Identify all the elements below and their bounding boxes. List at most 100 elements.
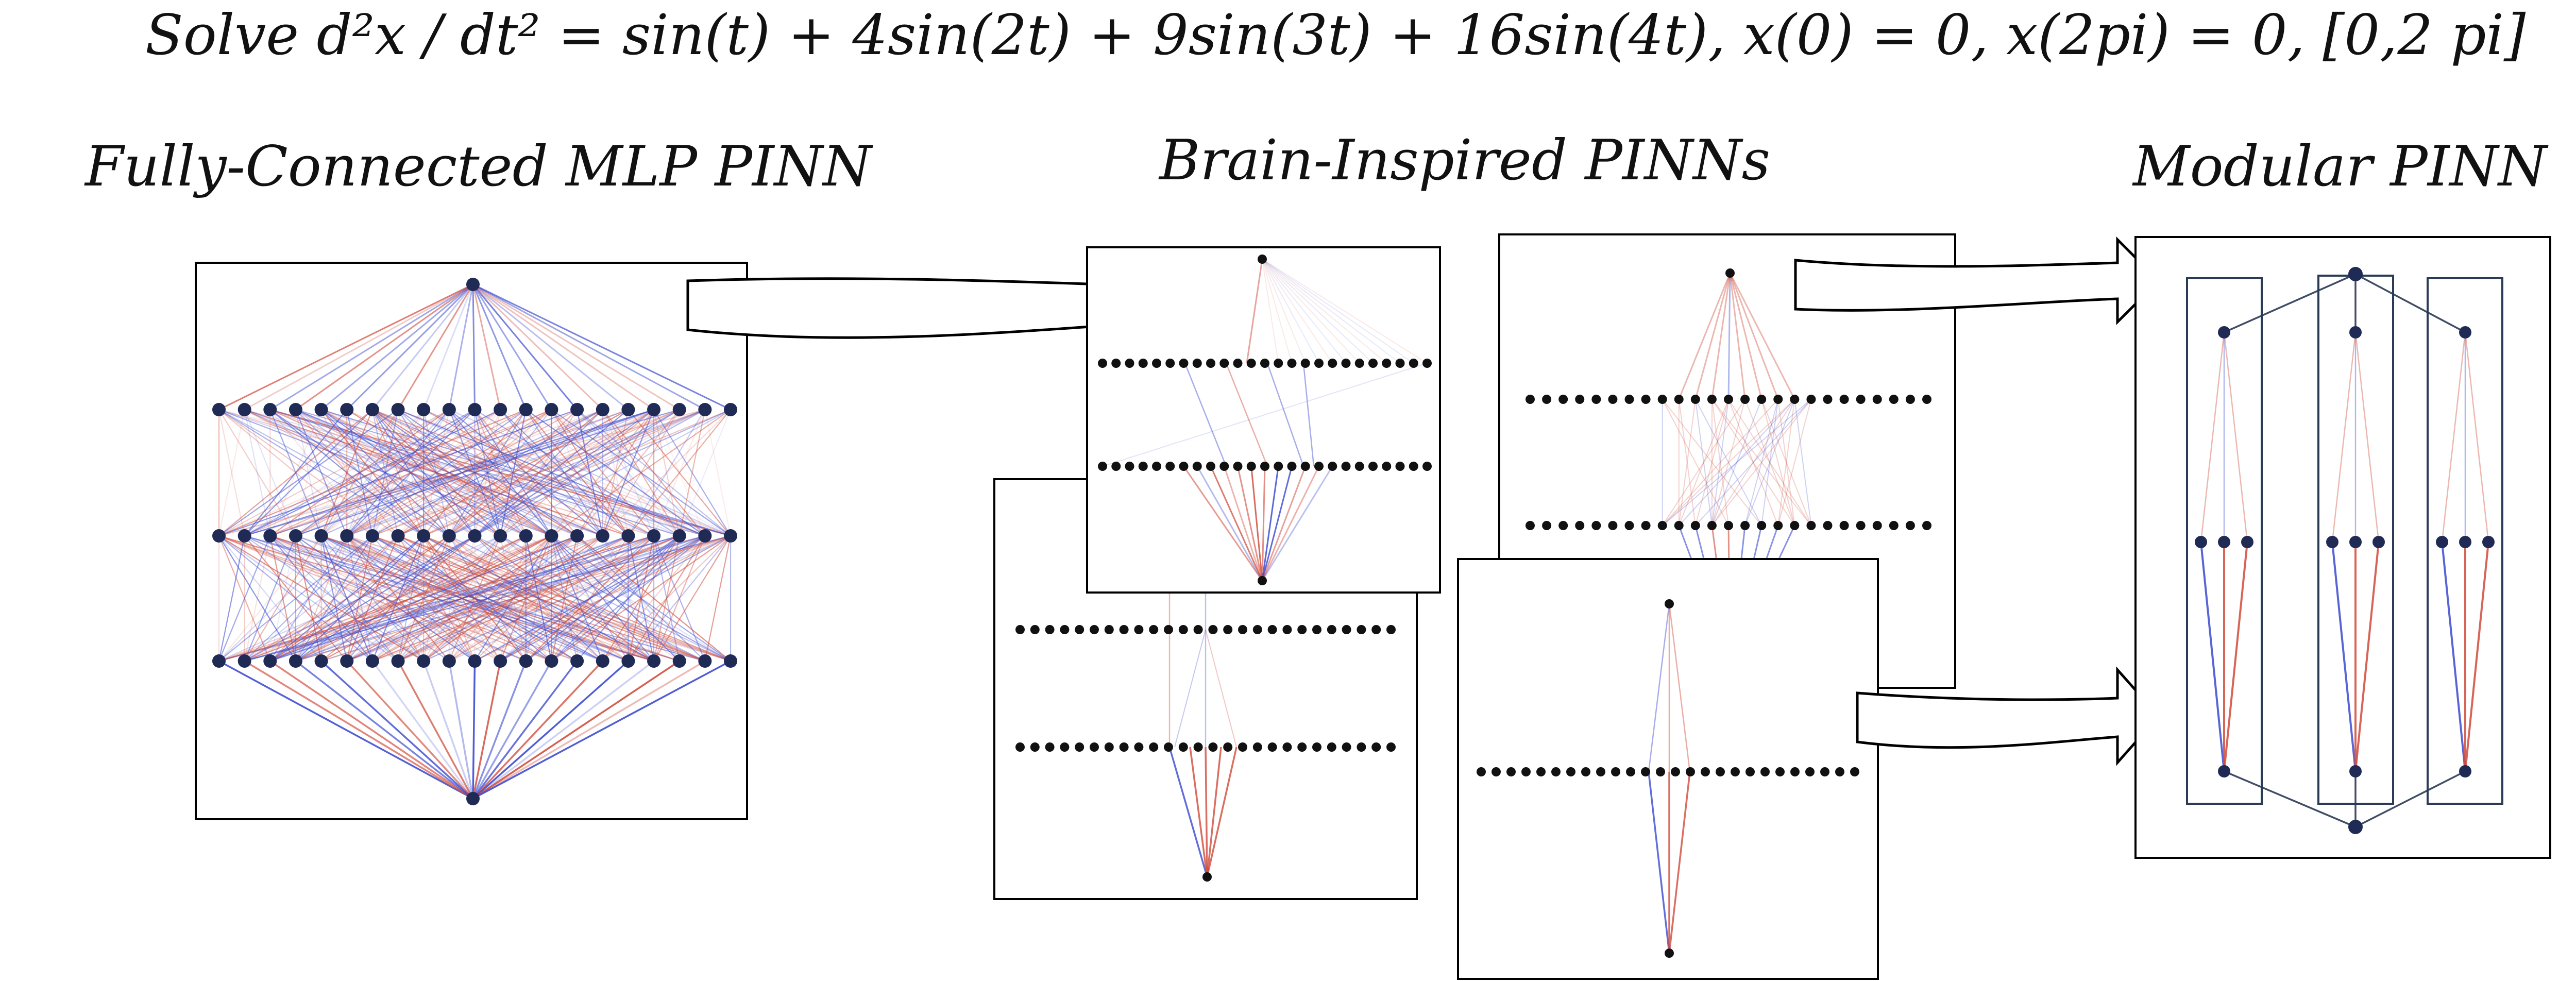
connection-edge <box>1678 273 1731 400</box>
neuron-node <box>442 654 456 668</box>
connection-edge <box>1205 629 1237 748</box>
connection-edge <box>2331 332 2357 543</box>
neuron-node <box>1690 395 1700 404</box>
connection-edge <box>218 535 271 662</box>
mlp-pinn-title: Fully-Connected MLP PINN <box>84 134 873 199</box>
neuron-node <box>1558 395 1568 404</box>
connection-edge <box>1761 399 1779 526</box>
connection-edge <box>346 535 680 662</box>
neuron-node <box>647 654 661 668</box>
connection-edge <box>218 535 654 662</box>
neuron-node <box>365 403 379 416</box>
neuron-node <box>1596 767 1605 776</box>
connection-edge <box>449 535 731 662</box>
connection-edge <box>1262 259 1414 364</box>
connection-edge <box>295 409 476 536</box>
connection-edge <box>472 660 706 800</box>
connection-edge <box>372 409 552 536</box>
neuron-node <box>1178 625 1188 634</box>
connection-edge <box>704 409 732 536</box>
connection-edge <box>244 535 476 662</box>
neuron-node <box>417 403 431 416</box>
connection-edge <box>269 535 501 662</box>
neuron-node <box>1872 395 1882 404</box>
neuron-node <box>1030 742 1040 752</box>
neuron-node <box>1641 521 1651 530</box>
neuron-node <box>1206 462 1215 471</box>
connection-edge <box>1261 466 1320 581</box>
connection-edge <box>1184 363 1227 467</box>
connection-edge <box>472 660 680 800</box>
equation-title: Solve d²x / dt² = sin(t) + 4sin(2t) + 9s… <box>145 3 2526 67</box>
neuron-node <box>1690 521 1700 530</box>
neuron-node <box>1219 359 1229 368</box>
neuron-node <box>672 654 686 668</box>
connection-edge <box>2331 542 2357 772</box>
neuron-node <box>1611 767 1620 776</box>
connection-edge <box>1729 273 1779 400</box>
connection-edge <box>1225 363 1268 467</box>
neuron-node <box>1165 359 1175 368</box>
neuron-node <box>1581 767 1590 776</box>
connection-edge <box>1668 603 1691 772</box>
connection-edge <box>449 535 654 662</box>
neuron-node <box>1665 949 1674 958</box>
neuron-node <box>468 654 482 668</box>
connection-edge <box>1694 399 1762 526</box>
connection-edge <box>2354 332 2380 543</box>
neuron-node <box>391 403 405 416</box>
neuron-node <box>1015 742 1025 752</box>
connection-edge <box>244 535 271 662</box>
connection-edge <box>551 409 654 536</box>
neuron-node <box>1626 767 1635 776</box>
connection-edge <box>372 535 578 662</box>
connection-edge <box>472 661 476 799</box>
connection-edge <box>398 409 654 536</box>
neuron-node <box>1395 359 1405 368</box>
neuron-node <box>417 654 431 668</box>
connection-edge <box>449 409 731 537</box>
neuron-node <box>1193 625 1203 634</box>
neuron-node <box>1608 521 1618 530</box>
connection-edge <box>1694 399 1713 526</box>
neuron-node <box>1740 521 1750 530</box>
connection-edge <box>679 409 732 536</box>
neuron-node <box>468 529 482 543</box>
connection-edge <box>1302 363 1315 467</box>
connection-edge <box>474 409 705 536</box>
neuron-node <box>1922 395 1931 404</box>
neuron-node <box>1202 872 1212 882</box>
neuron-node <box>2372 536 2385 548</box>
connection-edge <box>1262 259 1279 364</box>
neuron-node <box>596 529 609 543</box>
connection-edge <box>1744 399 1779 526</box>
connection-edge <box>397 661 474 799</box>
connection-edge <box>295 535 373 662</box>
neuron-node <box>1526 395 1535 404</box>
connection-edge <box>653 409 706 536</box>
connection-edge <box>1262 259 1347 364</box>
connection-edge <box>1223 466 1263 581</box>
connection-edge <box>448 535 552 662</box>
neuron-node <box>1341 359 1351 368</box>
neuron-node <box>1152 359 1161 368</box>
neuron-node <box>466 792 480 805</box>
neuron-node <box>1030 625 1040 634</box>
neuron-node <box>1233 359 1243 368</box>
connection-edge <box>244 535 705 662</box>
connection-edge <box>269 409 450 536</box>
connection-edge <box>244 409 476 536</box>
neuron-node <box>1724 521 1733 530</box>
neuron-node <box>1015 625 1025 634</box>
neuron-node <box>1492 767 1501 776</box>
connection-edge <box>218 535 680 662</box>
modular-panel-frame <box>2134 236 2551 859</box>
module-box-right <box>2427 277 2503 805</box>
brain-panel-3-connections <box>1662 273 1812 567</box>
neuron-node <box>1206 359 1215 368</box>
neuron-node <box>1641 767 1650 776</box>
neuron-node <box>1312 742 1321 752</box>
neuron-node <box>1274 462 1283 471</box>
connection-edge <box>1246 259 1263 364</box>
